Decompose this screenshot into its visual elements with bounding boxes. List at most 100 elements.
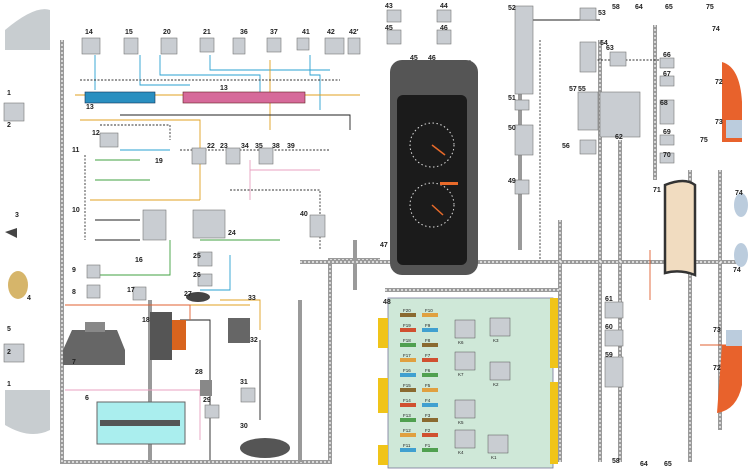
component-label-54: 54 — [600, 40, 608, 47]
component-label-1: 1 — [7, 90, 11, 97]
fuse — [400, 373, 416, 377]
component-label-52: 52 — [508, 5, 516, 12]
relay — [489, 361, 511, 381]
fuse-label: F17 — [403, 353, 411, 358]
relay — [454, 319, 476, 339]
component-label-27: 27 — [184, 291, 192, 298]
component-label-20: 20 — [163, 29, 171, 36]
relay-label: K3 — [493, 338, 499, 343]
component-label-73: 73 — [715, 119, 723, 126]
fuse — [400, 403, 416, 407]
relay-label: K7 — [458, 372, 464, 377]
component-label-40: 40 — [300, 211, 308, 218]
component-label-23: 23 — [220, 143, 228, 150]
fuse-label: F14 — [403, 398, 411, 403]
component-label-50: 50 — [508, 125, 516, 132]
component-label-22: 22 — [207, 143, 215, 150]
component-label-72: 72 — [715, 79, 723, 86]
fuse-label: F19 — [403, 323, 411, 328]
component-label-55: 55 — [578, 86, 586, 93]
component-label-3: 3 — [15, 212, 19, 219]
relay — [489, 317, 511, 337]
wire-harness — [60, 15, 740, 464]
component-label-46: 46 — [428, 55, 436, 62]
component-label-74: 74 — [712, 26, 720, 33]
component-label-64: 64 — [635, 4, 643, 11]
fuse-label: F20 — [403, 308, 411, 313]
fuse-label: F16 — [403, 368, 411, 373]
component-label-21: 21 — [203, 29, 211, 36]
fuse — [400, 448, 416, 452]
component-label-58: 58 — [612, 458, 620, 465]
relay — [487, 434, 509, 454]
component-label-45: 45 — [385, 25, 393, 32]
fuse-label: F1 — [425, 443, 431, 448]
fuse-label: F7 — [425, 353, 431, 358]
component-label-33: 33 — [248, 295, 256, 302]
component-label-46: 46 — [440, 25, 448, 32]
component-label-13: 13 — [220, 85, 228, 92]
component-label-39: 39 — [287, 143, 295, 150]
wires — [65, 19, 740, 460]
component-label-31: 31 — [240, 379, 248, 386]
relay-label: K1 — [491, 455, 497, 460]
component-label-48: 48 — [383, 299, 391, 306]
relay-label: K4 — [458, 450, 464, 455]
fuse — [422, 418, 438, 422]
component-label-68: 68 — [660, 100, 668, 107]
fuse — [400, 388, 416, 392]
component-label-11: 11 — [72, 147, 80, 154]
fuse — [400, 418, 416, 422]
sensor-boxes — [3, 5, 675, 419]
component-label-42′: 42′ — [349, 29, 359, 36]
ecu-connector-b — [182, 91, 306, 104]
component-label-59: 59 — [605, 352, 613, 359]
component-label-60: 60 — [605, 324, 613, 331]
fuse — [422, 373, 438, 377]
fuse-label: F8 — [425, 338, 431, 343]
ecu-connector-a — [84, 91, 156, 104]
component-label-70: 70 — [663, 152, 671, 159]
component-label-2: 2 — [7, 122, 11, 129]
component-label-47: 47 — [380, 242, 388, 249]
component-label-25: 25 — [193, 253, 201, 260]
component-label-24: 24 — [228, 230, 236, 237]
fuse-label: F9 — [425, 323, 431, 328]
component-label-45: 45 — [410, 55, 418, 62]
component-label-69: 69 — [663, 129, 671, 136]
fuse-label: F11 — [403, 443, 411, 448]
component-label-35: 35 — [255, 143, 263, 150]
component-label-44: 44 — [440, 3, 448, 10]
component-label-5: 5 — [7, 326, 11, 333]
component-label-29: 29 — [203, 397, 211, 404]
fuse — [422, 328, 438, 332]
component-label-37: 37 — [270, 29, 278, 36]
instrument-cluster — [390, 60, 478, 275]
relay-label: K6 — [458, 340, 464, 345]
fuse — [400, 328, 416, 332]
component-label-32: 32 — [250, 337, 258, 344]
component-label-56: 56 — [562, 143, 570, 150]
component-label-51: 51 — [508, 95, 516, 102]
relay — [454, 429, 476, 449]
component-label-75: 75 — [700, 137, 708, 144]
component-label-42: 42 — [327, 29, 335, 36]
fuse-label: F2 — [425, 428, 431, 433]
fuse — [400, 343, 416, 347]
component-label-1: 1 — [7, 381, 11, 388]
component-label-71: 71 — [653, 187, 661, 194]
component-label-65: 65 — [664, 461, 672, 468]
fuse-label: F18 — [403, 338, 411, 343]
relay — [454, 399, 476, 419]
component-label-66: 66 — [663, 52, 671, 59]
component-label-15: 15 — [125, 29, 133, 36]
component-label-36: 36 — [240, 29, 248, 36]
component-label-63: 63 — [606, 45, 614, 52]
component-label-10: 10 — [72, 207, 80, 214]
relay-label: K2 — [493, 382, 499, 387]
component-label-74: 74 — [735, 190, 743, 197]
component-label-75: 75 — [706, 4, 714, 11]
component-label-34: 34 — [241, 143, 249, 150]
